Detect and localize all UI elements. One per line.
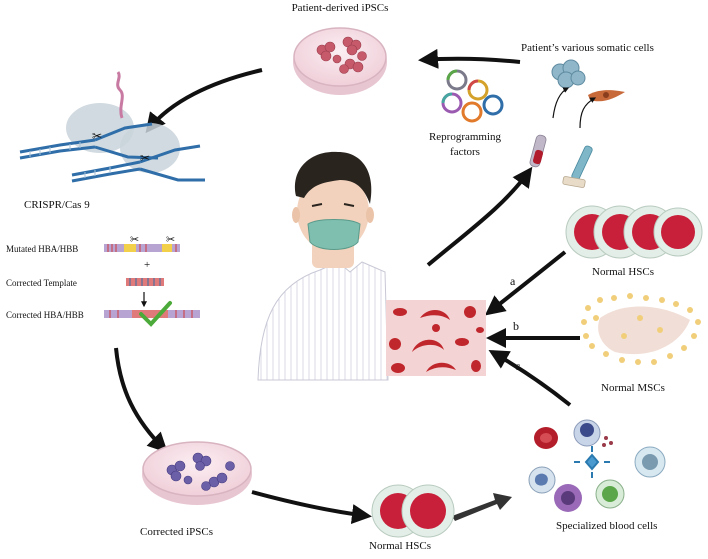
label-mutated-hba-hbb: Mutated HBA/HBB: [6, 244, 79, 254]
reprogramming-plasmids: [441, 69, 504, 123]
label-somatic-cells: Patient’s various somatic cells: [521, 42, 654, 54]
label-specialized-blood-cells: Specialized blood cells: [556, 520, 658, 532]
arrow-crispr-to-corrected: [114, 347, 168, 453]
label-reprogramming: Reprogramming: [428, 131, 502, 143]
label-route-b: b: [513, 319, 519, 333]
label-reprogramming-factors: factors: [450, 146, 480, 158]
specialized-blood-cells: [528, 419, 666, 512]
corrected-ipsc-dish: [142, 441, 252, 505]
svg-text:✂: ✂: [140, 151, 150, 165]
label-crispr-cas9: CRISPR/Cas 9: [24, 199, 90, 211]
arrow-ipsc-to-crispr: [145, 68, 263, 134]
label-patient-derived-ipscs: Patient-derived iPSCs: [291, 2, 389, 14]
svg-text:✂: ✂: [130, 233, 139, 246]
cycle-arrows: [114, 48, 581, 525]
label-normal-hscs-bottom: Normal HSCs: [369, 540, 432, 552]
label-route-a: a: [510, 274, 516, 288]
arrow-corrected-to-hsc: [251, 490, 372, 525]
arrow-route-c: [488, 350, 572, 407]
normal-hsc-cluster-bottom: [371, 484, 455, 538]
patient-figure: [257, 151, 389, 381]
gene-correction-strands: ✂ ✂: [104, 233, 200, 327]
label-corrected-hba-hbb: Corrected HBA/HBB: [6, 310, 84, 320]
normal-hsc-cluster-right: [565, 205, 703, 259]
label-route-c: c: [515, 359, 521, 373]
arrow-somatic-to-ipsc: [418, 48, 521, 69]
label-corrected-template: Corrected Template: [6, 278, 77, 288]
svg-text:✂: ✂: [92, 129, 102, 143]
label-normal-mscs: Normal MSCs: [601, 382, 665, 394]
somatic-cells: [529, 59, 625, 188]
crispr-cas9-illustration: ✂ ✂: [19, 71, 205, 183]
label-normal-hscs-right: Normal HSCs: [592, 266, 655, 278]
label-corrected-ipscs: Corrected iPSCs: [140, 526, 214, 538]
label-plus: +: [144, 259, 151, 271]
arrow-patient-to-somatic: [426, 166, 533, 267]
sickle-blood-panel: [386, 300, 486, 376]
patient-ipsc-dish: [293, 27, 387, 95]
normal-msc-cluster: [581, 293, 701, 365]
arrow-hsc-to-specialized: [452, 493, 512, 521]
svg-text:✂: ✂: [166, 233, 175, 246]
arrow-route-a: [484, 250, 567, 316]
